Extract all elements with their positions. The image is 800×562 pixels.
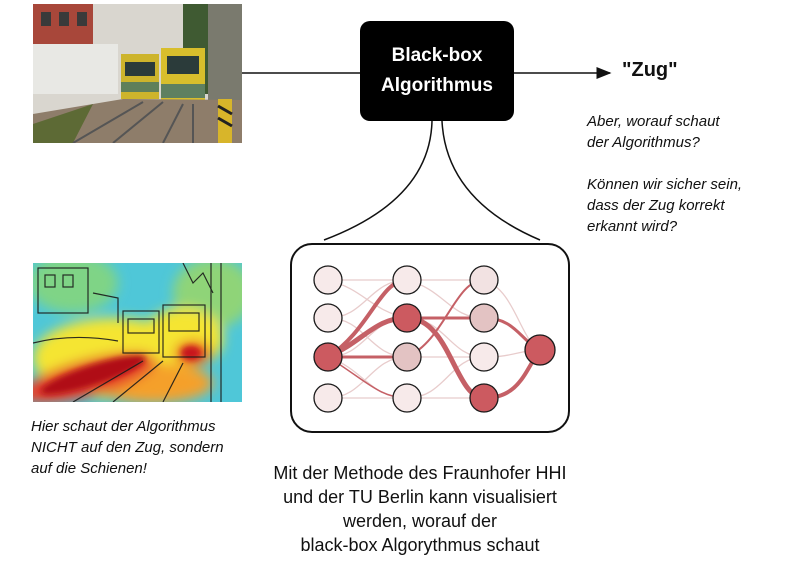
caption-line: Mit der Methode des Fraunhofer HHI [273, 463, 567, 483]
question-line: dass der Zug korrekt [587, 197, 725, 214]
question-line: erkannt wird? [587, 218, 678, 235]
nn-node [392, 265, 422, 295]
caption-line: NICHT auf den Zug, sondern [31, 439, 224, 456]
blackbox-title-line2: Algorithmus [381, 75, 493, 96]
nn-node [313, 342, 343, 372]
nn-node [392, 303, 422, 333]
nn-node [392, 383, 422, 413]
funnel-line-right [441, 120, 541, 241]
heatmap-image [33, 263, 242, 402]
nn-node [313, 265, 343, 295]
method-caption: Mit der Methode des Fraunhofer HHI und d… [240, 461, 600, 557]
funnel-line-left [323, 120, 433, 241]
nn-node [469, 383, 499, 413]
nn-node-output [524, 334, 556, 366]
nn-node [469, 342, 499, 372]
nn-node [313, 303, 343, 333]
nn-node [313, 383, 343, 413]
question-line: Können wir sicher sein, [587, 176, 743, 193]
caption-line: und der TU Berlin kann visualisiert [283, 487, 557, 507]
blackbox-algorithm-box: Black-box Algorithmus [360, 21, 514, 121]
neural-network-panel [290, 243, 570, 433]
question-line: Aber, worauf schaut [587, 113, 720, 130]
output-label: "Zug" [622, 59, 678, 81]
nn-node [469, 303, 499, 333]
nn-node [392, 342, 422, 372]
caption-line: Hier schaut der Algorithmus [31, 418, 216, 435]
question-text: Aber, worauf schaut der Algorithmus? Kön… [587, 111, 797, 258]
caption-line: black-box Algorythmus schaut [300, 535, 540, 555]
question-line: der Algorithmus? [587, 134, 700, 151]
heatmap-caption: Hier schaut der Algorithmus NICHT auf de… [31, 416, 261, 479]
nn-node [469, 265, 499, 295]
caption-line: auf die Schienen! [31, 460, 147, 477]
blackbox-title-line1: Black-box [391, 45, 483, 66]
train-photo [33, 4, 242, 143]
caption-line: werden, worauf der [342, 511, 498, 531]
